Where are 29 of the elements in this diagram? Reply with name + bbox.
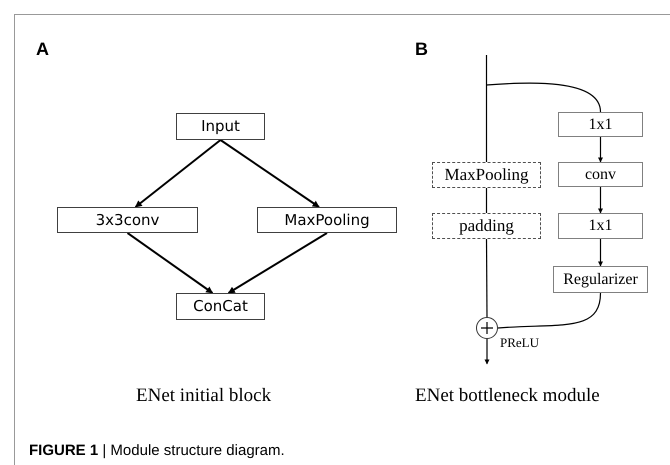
- arrow: [126, 232, 214, 294]
- arrow: [598, 187, 603, 214]
- process-box: conv: [558, 162, 643, 187]
- activation-label: PReLU: [500, 334, 539, 352]
- process-box: Regularizer: [553, 266, 648, 293]
- process-box: Input: [176, 113, 265, 140]
- arrow: [220, 139, 320, 208]
- connector-line: [486, 55, 488, 162]
- panel-title: ENet bottleneck module: [415, 384, 600, 408]
- arrow: [598, 239, 603, 266]
- arrow: [228, 232, 328, 294]
- arrow: [484, 339, 490, 364]
- process-box: 1x1: [558, 213, 643, 239]
- connector-line: [486, 239, 488, 317]
- process-box: 3x3conv: [57, 207, 198, 233]
- connector-line: [498, 292, 602, 329]
- arrow: [134, 139, 222, 208]
- arrow: [598, 137, 603, 162]
- panel-letter: B: [415, 38, 428, 61]
- process-box: MaxPooling: [257, 207, 397, 233]
- process-box: ConCat: [176, 293, 265, 320]
- optional-process-box: MaxPooling: [432, 162, 541, 188]
- connector-line: [486, 188, 488, 213]
- panel-letter: A: [36, 38, 49, 61]
- optional-process-box: padding: [432, 213, 541, 239]
- panel-title: ENet initial block: [136, 384, 272, 408]
- figure-caption: FIGURE 1 | Module structure diagram.: [29, 441, 285, 461]
- connector-line: [486, 82, 602, 112]
- process-box: 1x1: [558, 112, 643, 137]
